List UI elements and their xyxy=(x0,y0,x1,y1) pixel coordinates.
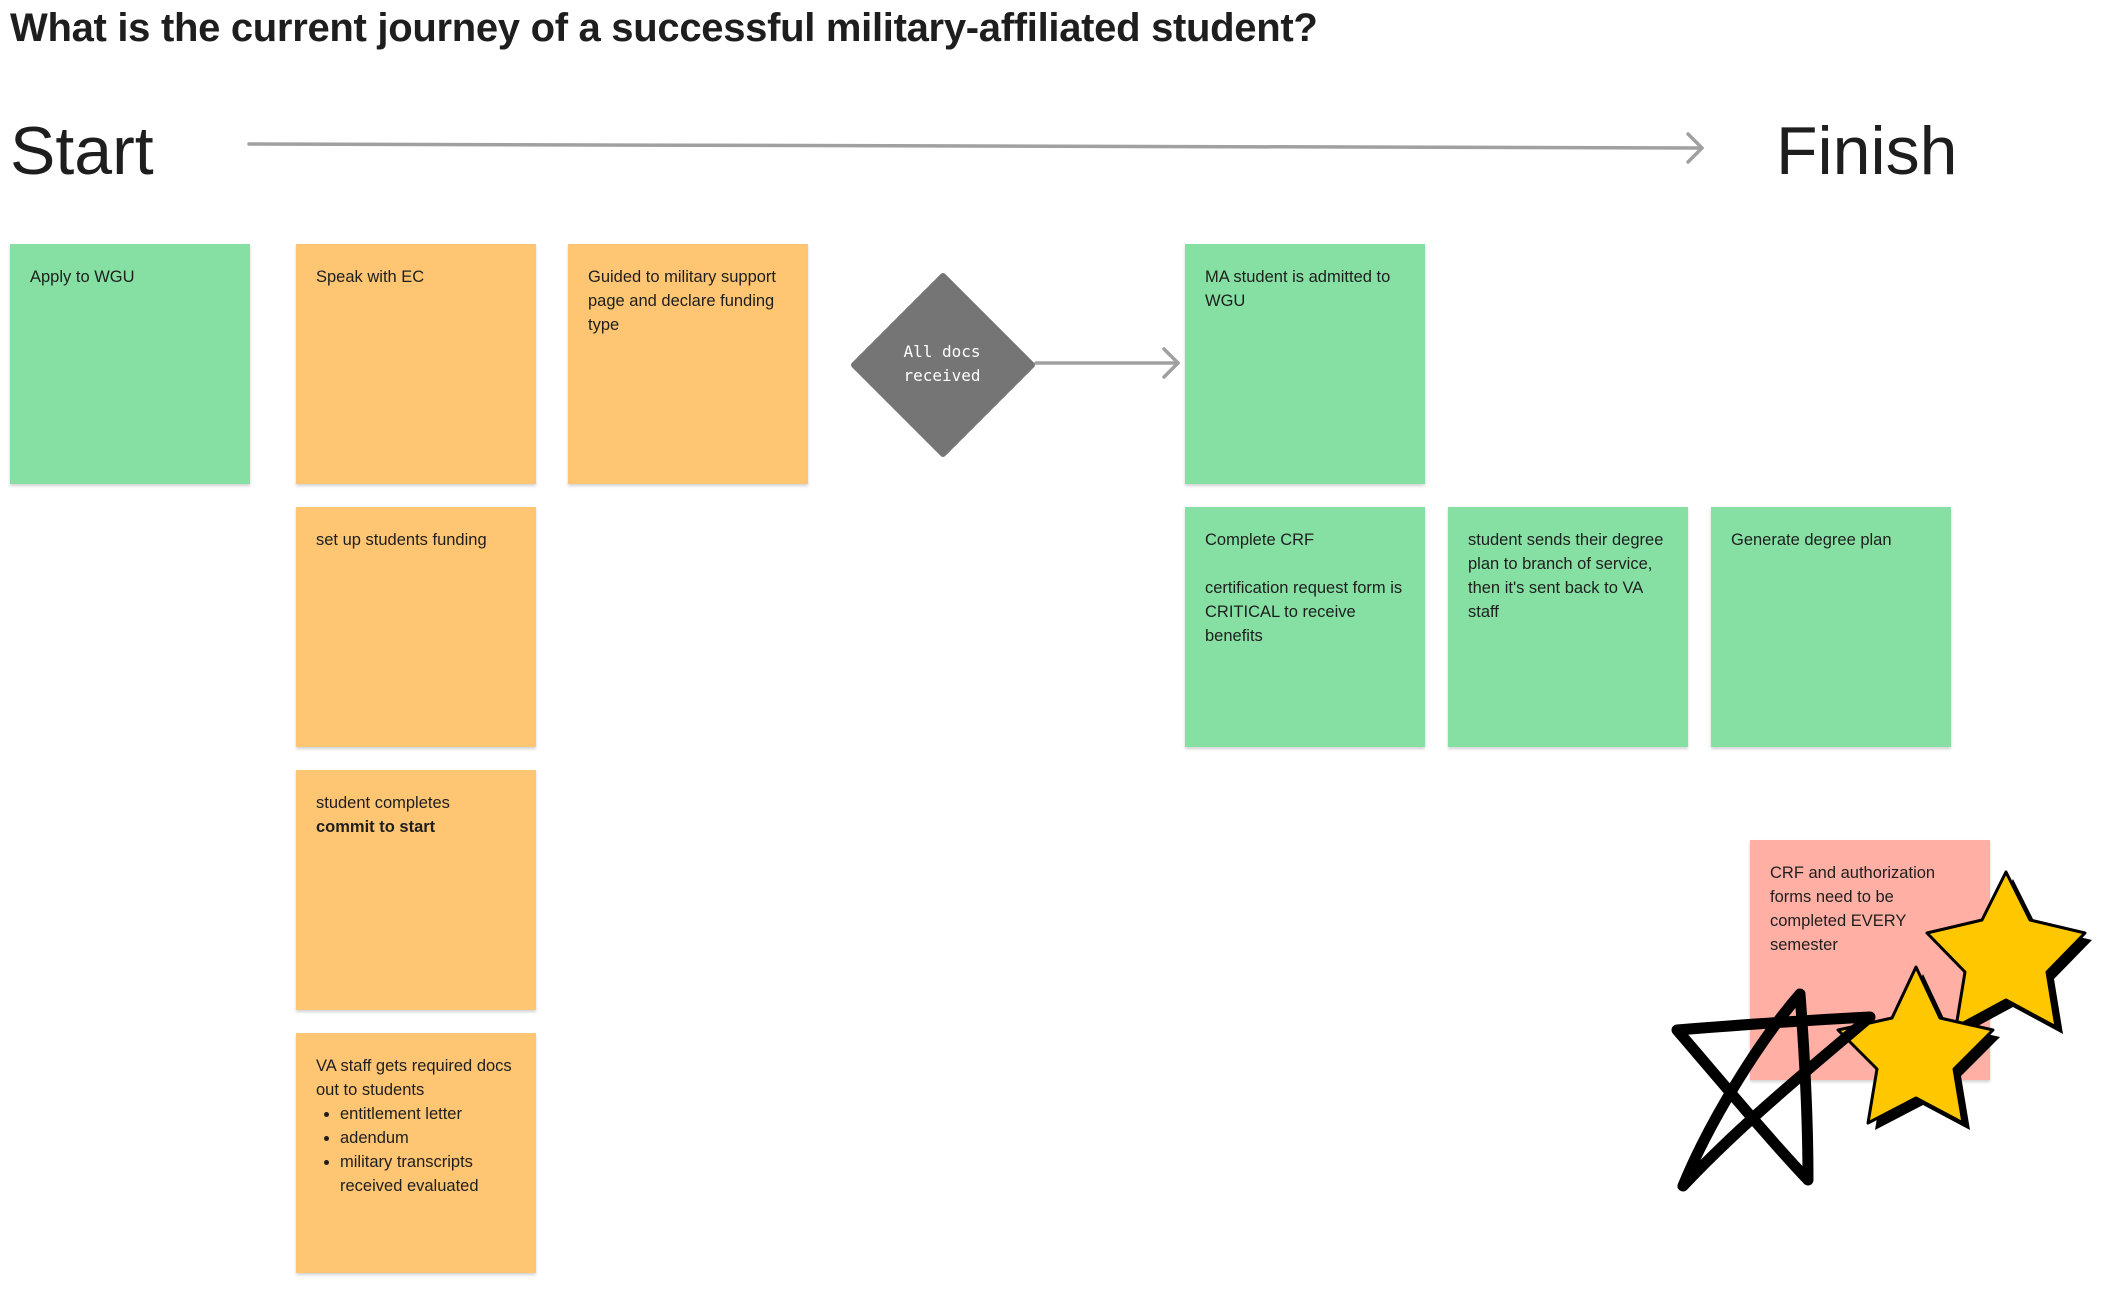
board-title: What is the current journey of a success… xyxy=(10,6,1318,50)
timeline-arrow[interactable] xyxy=(247,132,1704,164)
sticky-text: CRF and authorization forms need to be c… xyxy=(1770,864,1936,954)
sticky-guided[interactable]: Guided to military support page and decl… xyxy=(568,244,808,484)
sticky-complete-crf[interactable]: Complete CRF certification request form … xyxy=(1185,507,1425,747)
star-outline-icon[interactable] xyxy=(1671,988,1876,1192)
sticky-text-bold: commit to start xyxy=(316,818,436,836)
sticky-admitted[interactable]: MA student is admitted to WGU xyxy=(1185,244,1425,484)
decision-diamond[interactable] xyxy=(851,273,1035,457)
list-item: adendum xyxy=(340,1126,516,1150)
list-item: entitlement letter xyxy=(340,1102,516,1126)
finish-label: Finish xyxy=(1776,113,1958,189)
start-label: Start xyxy=(10,113,154,189)
sticky-apply[interactable]: Apply to WGU xyxy=(10,244,250,484)
sticky-text: Guided to military support page and decl… xyxy=(588,268,777,334)
sticky-speak-ec[interactable]: Speak with EC xyxy=(296,244,536,484)
decision-arrow[interactable] xyxy=(1034,347,1180,379)
sticky-text: set up students funding xyxy=(316,531,487,549)
list-item: military transcripts received evaluated xyxy=(340,1150,516,1198)
sticky-generate-plan[interactable]: Generate degree plan xyxy=(1711,507,1951,747)
sticky-text: VA staff gets required docs out to stude… xyxy=(316,1057,512,1099)
sticky-text: student completes xyxy=(316,794,450,812)
sticky-text: certification request form is CRITICAL t… xyxy=(1205,579,1403,645)
docs-list: entitlement letter adendum military tran… xyxy=(316,1102,516,1198)
sticky-text: Apply to WGU xyxy=(30,268,135,286)
sticky-text: MA student is admitted to WGU xyxy=(1205,268,1391,310)
sticky-funding[interactable]: set up students funding xyxy=(296,507,536,747)
sticky-degree-send[interactable]: student sends their degree plan to branc… xyxy=(1448,507,1688,747)
sticky-text: Speak with EC xyxy=(316,268,425,286)
sticky-va-docs[interactable]: VA staff gets required docs out to stude… xyxy=(296,1033,536,1273)
sticky-text: Complete CRF xyxy=(1205,531,1315,549)
star-icon[interactable] xyxy=(1925,870,2087,1029)
decision-label: All docs received xyxy=(903,342,981,385)
sticky-text: Generate degree plan xyxy=(1731,531,1892,549)
sticky-commit[interactable]: student completes commit to start xyxy=(296,770,536,1010)
sticky-text: student sends their degree plan to branc… xyxy=(1468,531,1664,621)
